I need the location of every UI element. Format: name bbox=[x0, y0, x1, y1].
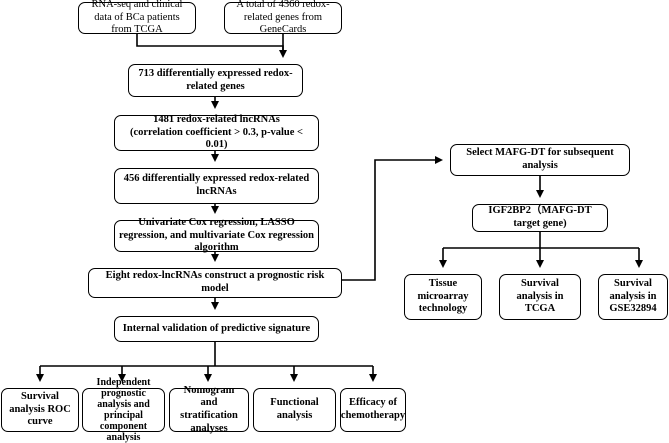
surv-gse-box: Survival analysis in GSE32894 bbox=[598, 274, 668, 320]
surv-tcga-box: Survival analysis in TCGA bbox=[499, 274, 581, 320]
select-mafg-box: Select MAFG-DT for subsequent analysis bbox=[450, 144, 630, 176]
genecards-box: A total of 4360 redox-related genes from… bbox=[224, 0, 342, 35]
deg-box: 713 differentially expressed redox-relat… bbox=[128, 64, 303, 97]
nomogram-box: Nomogram and stratification analyses bbox=[169, 385, 249, 434]
cox-box: Univariate Cox regression, LASSO regress… bbox=[114, 217, 319, 253]
tissue-box: Tissue microarray technology bbox=[404, 274, 482, 320]
arrow-model-to-select bbox=[342, 156, 443, 281]
arrow-tcga-to-deg bbox=[136, 34, 287, 58]
validation-box: Internal validation of predictive signat… bbox=[114, 316, 319, 342]
igf2bp2-box: IGF2BP2（MAFG-DT target gene) bbox=[472, 204, 608, 232]
independent-box: Independent prognostic analysis and prin… bbox=[82, 377, 165, 443]
model-box: Eight redox-lncRNAs construct a prognost… bbox=[88, 268, 342, 298]
chemo-box: Efficacy of chemotherapy bbox=[340, 388, 406, 432]
flow-arrows bbox=[36, 34, 643, 382]
lncrnas-box: 1481 redox-related lncRNAs (correlation … bbox=[114, 114, 319, 151]
de-lncrnas-box: 456 differentially expressed redox-relat… bbox=[114, 168, 319, 204]
tcga-data-box: RNA-seq and clinical data of BCa patient… bbox=[78, 0, 196, 35]
functional-box: Functional analysis bbox=[253, 388, 336, 432]
survival-roc-box: Survival analysis ROC curve bbox=[1, 388, 79, 432]
